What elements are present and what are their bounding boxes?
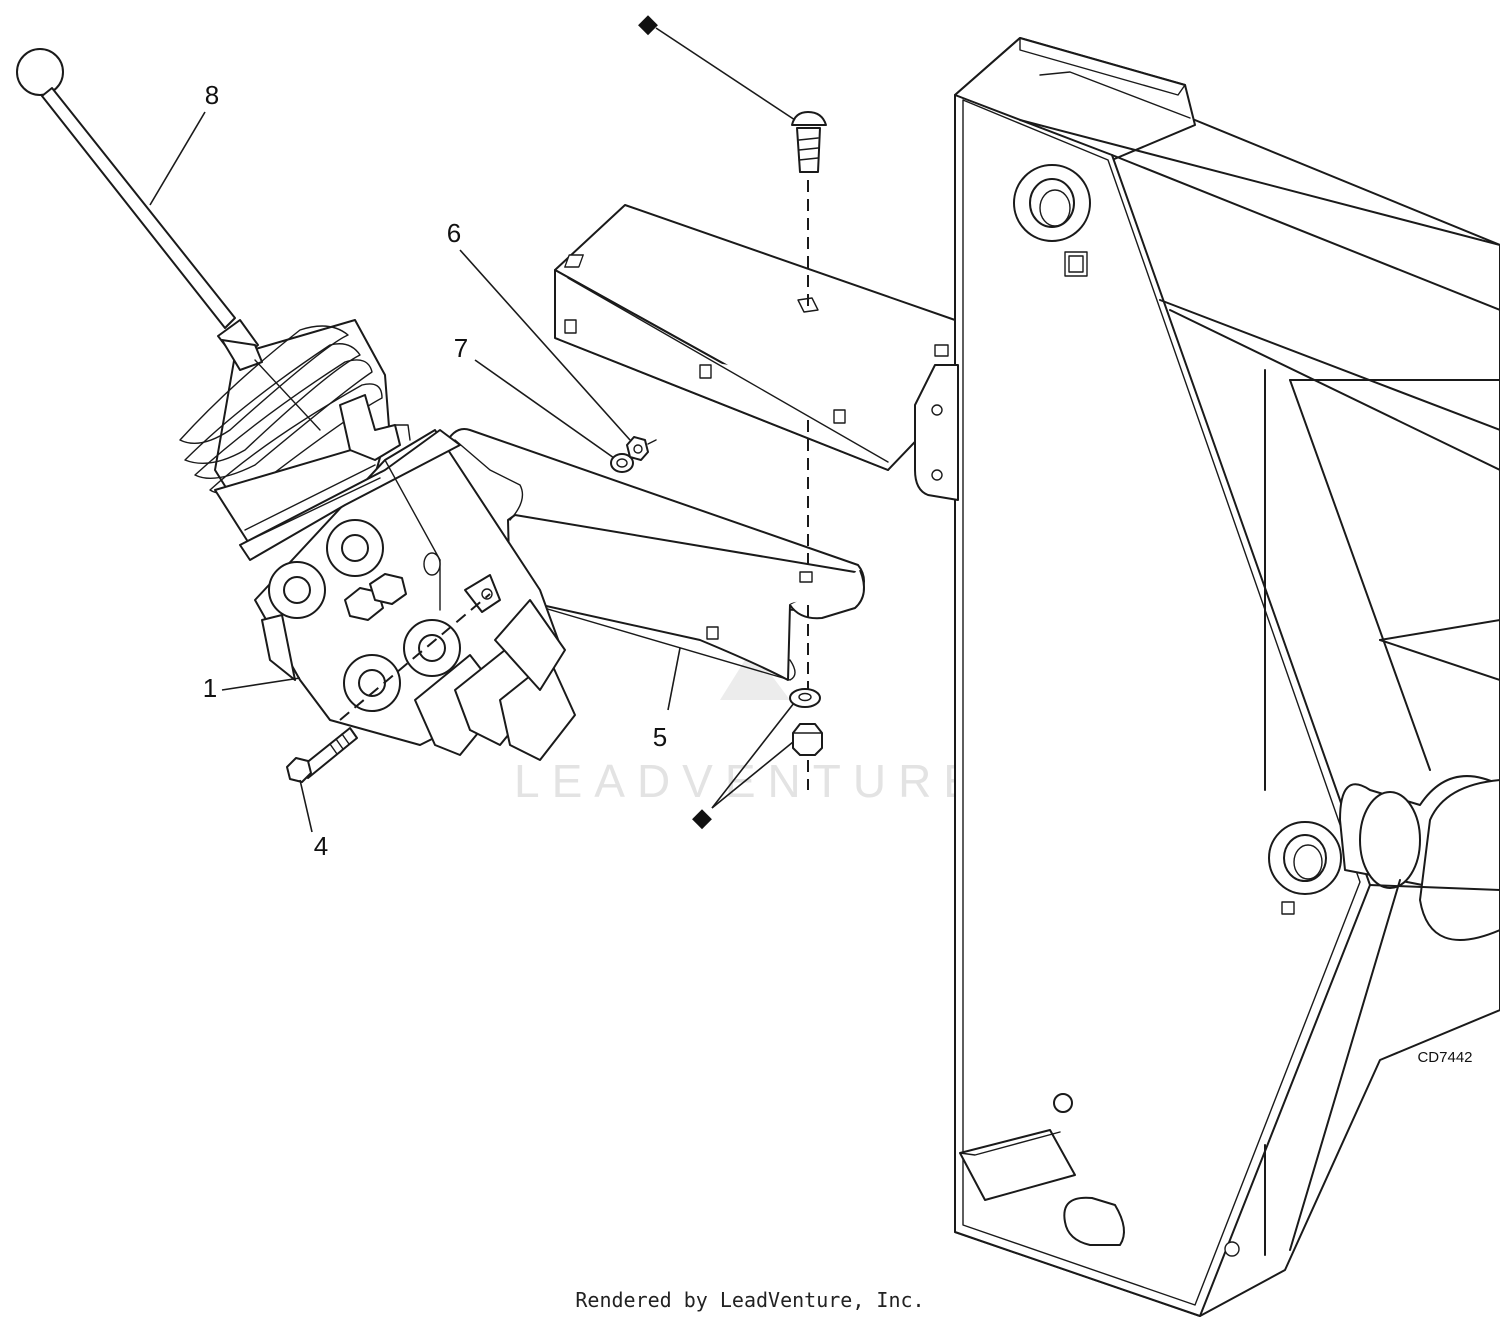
callout-6: 6	[447, 218, 461, 248]
callouts: 8 6 7 1 4 5 ◆ ◆ CD7442	[149, 8, 1473, 1066]
callout-8: 8	[205, 80, 219, 110]
control-lever	[16, 48, 321, 431]
hardware	[286, 111, 827, 790]
callout-7: 7	[454, 333, 468, 363]
tube-crossmember	[554, 204, 959, 501]
footer-credit: Rendered by LeadVenture, Inc.	[575, 1288, 925, 1312]
diamond-marker-top: ◆	[638, 8, 658, 38]
callout-1: 1	[203, 673, 217, 703]
loader-mount-frame	[954, 37, 1500, 1317]
mounting-bracket	[444, 428, 865, 681]
drawing-number: CD7442	[1417, 1049, 1472, 1066]
control-valve	[179, 319, 576, 761]
callout-5: 5	[653, 722, 667, 752]
callout-4: 4	[314, 831, 328, 861]
watermark-text: LEADVENTURE	[514, 755, 986, 807]
diamond-marker-bottom: ◆	[692, 802, 712, 832]
